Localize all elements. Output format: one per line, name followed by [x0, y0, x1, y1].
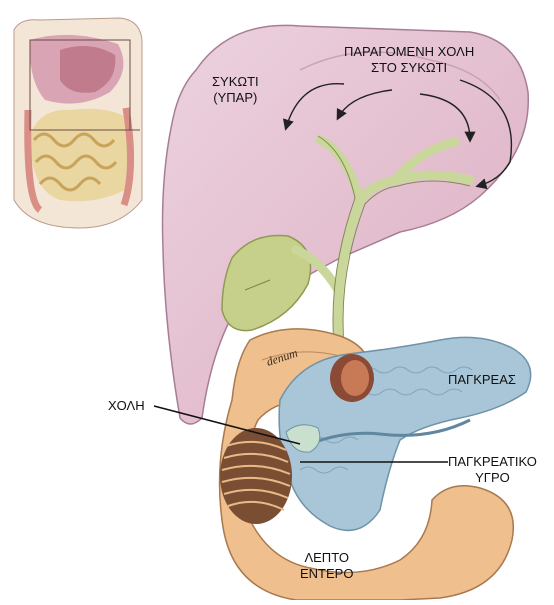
label-small-intestine: ΛΕΠΤΟ ΕΝΤΕΡΟ: [300, 550, 353, 582]
inset-abdomen: [14, 18, 142, 228]
label-pancreas: ΠΑΓΚΡΕΑΣ: [448, 372, 516, 388]
label-liver: ΣΥΚΩΤΙ (ΥΠΑΡ): [212, 74, 259, 106]
intestine-folds: [220, 428, 292, 524]
label-pancreatic-juice: ΠΑΓΚΡΕΑΤΙΚΟ ΥΓΡΟ: [448, 454, 537, 486]
label-bile-production: ΠΑΡΑΓΟΜΕΝΗ ΧΟΛΗ ΣΤΟ ΣΥΚΩΤΙ: [344, 44, 474, 76]
label-bile: ΧΟΛΗ: [108, 398, 145, 414]
